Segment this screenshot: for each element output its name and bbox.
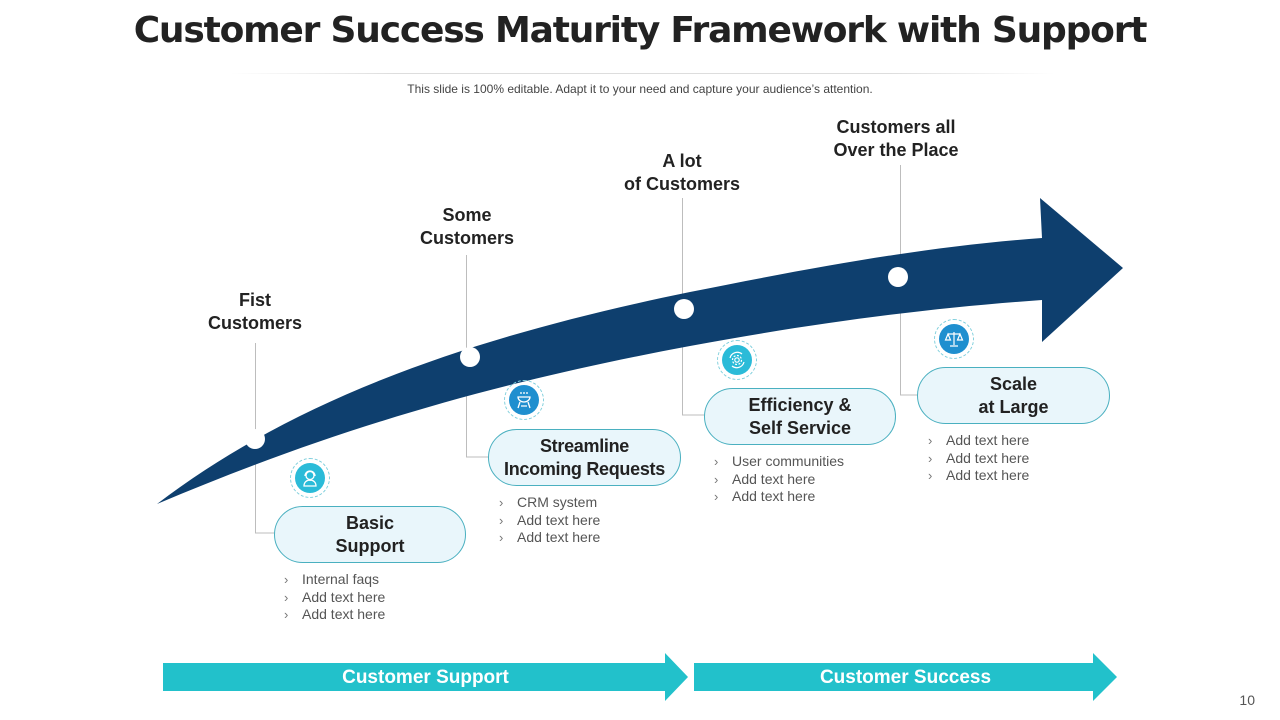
stage-label-line: A lot [662,151,702,171]
stage-label-line: Customers [419,228,515,248]
chevron-right-icon: › [284,607,289,622]
chevron-right-icon: › [928,433,933,448]
grill-icon [509,385,539,415]
stage-icon-badge-4 [934,319,974,359]
growth-arrow [157,198,1123,504]
bullet-item: ›Add text here [499,511,601,528]
connector-line-1 [255,343,275,534]
slide-subtitle: This slide is 100% editable. Adapt it to… [407,82,873,96]
band-label-customer-support: Customer Support [342,667,509,688]
chevron-right-icon: › [714,471,719,487]
band-arrow-customer-support [163,653,688,701]
bullet-item: ›Add text here [928,467,1030,483]
milestone-dot-4 [888,267,908,287]
bullet-item: ›Add text here [714,470,816,487]
page-number: 10 [1239,692,1255,708]
stage-card-scale-at-large: Scale at Large [917,367,1110,424]
connector-line-2 [466,255,489,458]
bullet-item: ›Add text here [499,529,601,545]
stage-bullets-4: ›Add text here ›Add text here ›Add text … [928,432,1029,485]
milestone-dot-2 [460,347,480,367]
stage-label-1: Fist Customers [180,289,330,335]
connector-line-4 [900,165,918,396]
bullet-item: ›Internal faqs [284,571,380,587]
bullet-item: ›CRM system [499,494,598,510]
stage-title-line: Self Service [748,417,852,438]
stage-card-basic-support: Basic Support [274,506,466,563]
stage-icon-badge-3 [717,340,757,380]
stage-title-line: at Large [978,396,1049,417]
band-label-customer-success: Customer Success [819,667,992,688]
bullet-item: ›Add text here [928,449,1030,466]
stage-bullets-1: ›Internal faqs ›Add text here ›Add text … [284,571,385,624]
bullet-item: ›Add text here [714,488,816,504]
stage-bullets-2: ›CRM system ›Add text here ›Add text her… [499,494,600,547]
headset-support-icon [295,463,325,493]
gear-cycle-icon [722,345,752,375]
chevron-right-icon: › [714,454,719,469]
chevron-right-icon: › [928,450,933,466]
chevron-right-icon: › [499,495,504,510]
stage-card-efficiency-self-service: Efficiency & Self Service [704,388,896,445]
chevron-right-icon: › [499,530,504,545]
stage-icon-badge-1 [290,458,330,498]
stage-title-line: Incoming Requests [504,458,665,479]
stage-label-line: Some [442,205,492,225]
stage-title-line: Scale [989,373,1038,394]
chevron-right-icon: › [499,512,504,528]
stage-label-2: Some Customers [392,204,542,250]
bullet-item: ›Add text here [284,588,386,605]
milestone-dot-1 [245,429,265,449]
bullet-item: ›User communities [714,453,845,469]
bullet-item: ›Add text here [928,432,1030,448]
stage-bullets-3: ›User communities ›Add text here ›Add te… [714,453,844,506]
slide-title: Customer Success Maturity Framework with… [133,10,1148,51]
stage-title-line: Basic [345,512,395,533]
bullet-item: ›Add text here [284,606,386,622]
chevron-right-icon: › [928,468,933,483]
milestone-dot-3 [674,299,694,319]
chevron-right-icon: › [284,589,289,605]
band-arrow-customer-success [694,653,1117,701]
stage-title-line: Streamline [539,435,630,456]
stage-title-line: Support [335,535,405,556]
balance-scale-icon [939,324,969,354]
stage-label-line: Customers all [836,117,956,137]
title-divider [230,73,1055,74]
stage-icon-badge-2 [504,380,544,420]
stage-label-line: Fist [238,290,271,310]
stage-card-streamline-requests: Streamline Incoming Requests [488,429,681,486]
stage-label-4: Customers all Over the Place [806,116,986,162]
connector-line-3 [682,198,705,416]
chevron-right-icon: › [714,489,719,504]
stage-label-line: Customers [207,313,303,333]
stage-label-3: A lot of Customers [597,150,767,196]
stage-title-line: Efficiency & [748,394,852,415]
stage-label-line: Over the Place [833,140,959,160]
stage-label-line: of Customers [623,174,740,194]
chevron-right-icon: › [284,572,289,587]
